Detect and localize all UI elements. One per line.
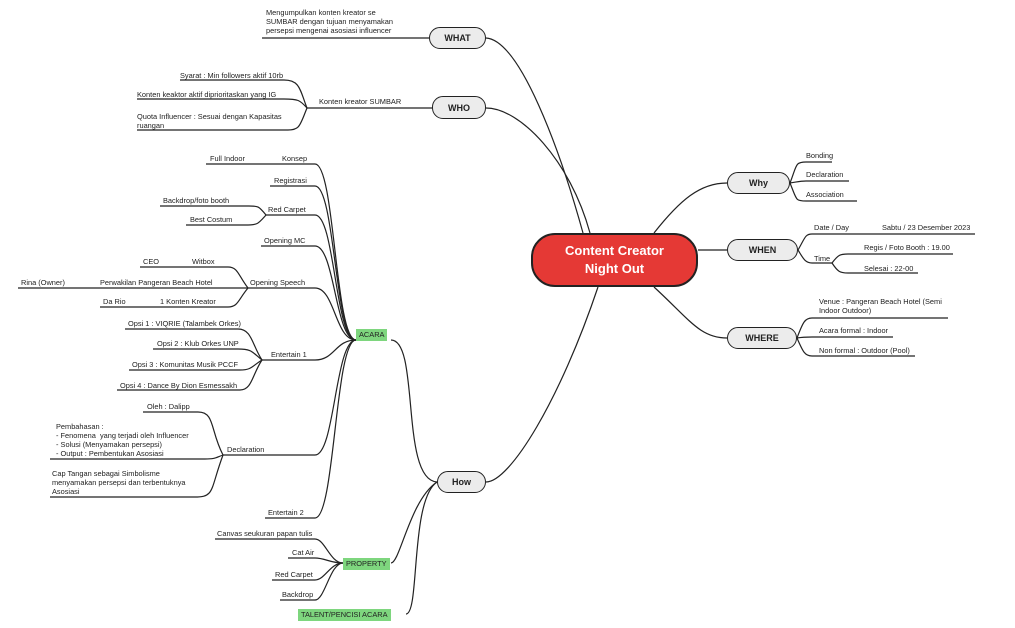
when-time-selesai: Selesai : 22-00	[864, 264, 914, 273]
central-title-line2: Night Out	[584, 261, 645, 276]
acara-rina: Rina (Owner)	[21, 278, 65, 287]
acara-opsi-4: Opsi 4 : Dance By Dion Esmessakh	[120, 381, 238, 390]
who-item-quota: Quota Influencer : Sesuai dengan Kapasit…	[137, 112, 282, 130]
tag-property[interactable]: PROPERTY	[343, 558, 390, 570]
topic-how[interactable]: How	[437, 471, 486, 493]
why-item-bonding: Bonding	[806, 151, 834, 160]
property-cat-air: Cat Air	[292, 548, 315, 557]
acara-registrasi: Registrasi	[274, 176, 307, 185]
tag-acara[interactable]: ACARA	[356, 329, 388, 341]
acara-backdrop-booth: Backdrop/foto booth	[163, 196, 230, 205]
acara-red-carpet: Red Carpet	[268, 205, 306, 214]
what-description: Mengumpulkan konten kreator se SUMBAR de…	[266, 8, 393, 35]
central-topic[interactable]: Content Creator Night Out	[531, 233, 698, 287]
acara-perwakilan: Perwakilan Pangeran Beach Hotel	[100, 278, 213, 287]
acara-witbox: Witbox	[192, 257, 215, 266]
where-acara-formal: Acara formal : Indoor	[819, 326, 889, 335]
acara-declaration: Declaration	[227, 445, 265, 454]
central-title-line1: Content Creator	[565, 243, 664, 258]
acara-opsi-3: Opsi 3 : Komunitas Musik PCCF	[132, 360, 238, 369]
who-item-syarat: Syarat : Min followers aktif 10rb	[180, 71, 284, 80]
acara-ceo: CEO	[143, 257, 160, 266]
property-backdrop: Backdrop	[282, 590, 314, 599]
topic-who[interactable]: WHO	[432, 96, 486, 119]
topic-where[interactable]: WHERE	[727, 327, 797, 349]
where-venue: Venue : Pangeran Beach Hotel (Semi Indoo…	[819, 297, 942, 315]
topic-what[interactable]: WHAT	[429, 27, 486, 49]
acara-opsi-1: Opsi 1 : VIQRIE (Talambek Orkes)	[128, 319, 241, 328]
when-time-label: Time	[814, 254, 831, 263]
acara-konten-kreator: 1 Konten Kreator	[160, 297, 216, 306]
when-date-value: Sabtu / 23 Desember 2023	[882, 223, 971, 232]
acara-pembahasan: Pembahasan : - Fenomena yang terjadi ole…	[56, 422, 189, 458]
property-canvas: Canvas seukuran papan tulis	[217, 529, 313, 538]
acara-entertain-2: Entertain 2	[268, 508, 304, 517]
acara-full-indoor: Full Indoor	[210, 154, 245, 163]
acara-opening-speech: Opening Speech	[250, 278, 306, 287]
acara-oleh: Oleh : Dalipp	[147, 402, 190, 411]
topic-when[interactable]: WHEN	[727, 239, 798, 261]
acara-opsi-2: Opsi 2 : Klub Orkes UNP	[157, 339, 239, 348]
acara-da-rio: Da Rio	[103, 297, 126, 306]
acara-entertain-1: Entertain 1	[271, 350, 307, 359]
why-item-declaration: Declaration	[806, 170, 844, 179]
when-time-regis: Regis / Foto Booth : 19.00	[864, 243, 950, 252]
acara-cap-tangan: Cap Tangan sebagai Simbolisme menyamakan…	[52, 469, 186, 496]
where-non-formal: Non formal : Outdoor (Pool)	[819, 346, 910, 355]
acara-konsep: Konsep	[282, 154, 308, 163]
topic-why[interactable]: Why	[727, 172, 790, 194]
acara-opening-mc: Opening MC	[264, 236, 306, 245]
who-branch-label: Konten kreator SUMBAR	[319, 97, 402, 106]
tag-talent[interactable]: TALENT/PENCISI ACARA	[298, 609, 391, 621]
acara-best-costum: Best Costum	[190, 215, 233, 224]
property-red-carpet: Red Carpet	[275, 570, 313, 579]
why-item-association: Association	[806, 190, 844, 199]
who-item-konten-aktif: Konten keaktor aktif diprioritaskan yang…	[137, 90, 277, 99]
when-date-label: Date / Day	[814, 223, 849, 232]
